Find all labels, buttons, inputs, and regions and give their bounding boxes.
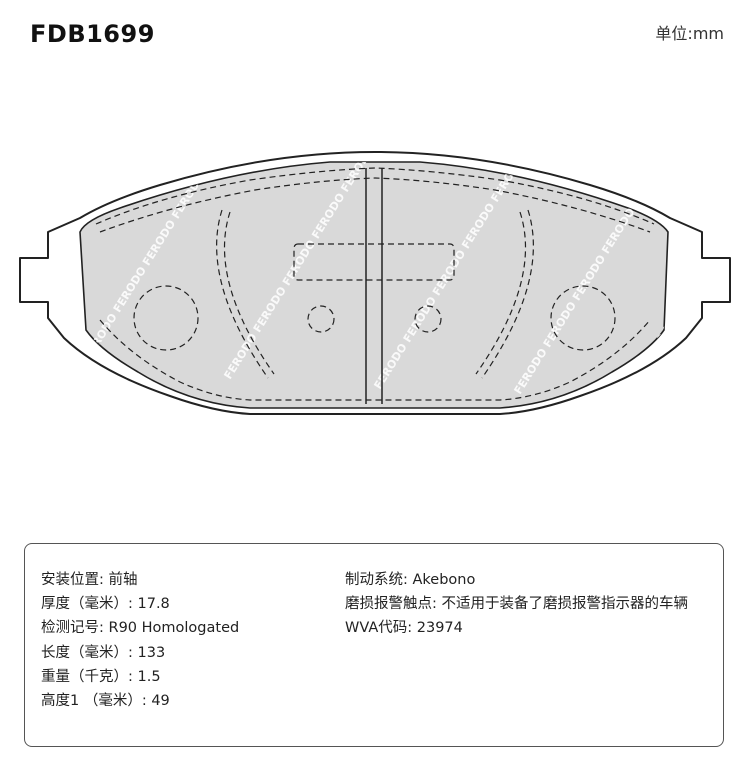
spec-wear-indicator: 磨损报警触点: 不适用于装备了磨损报警指示器的车辆 [345, 596, 688, 613]
right-wear-arc-outer [481, 209, 534, 379]
spec-install-position: 安装位置: 前轴 [41, 572, 138, 588]
part-number-title: FDB1699 [30, 20, 155, 48]
left-small-hole [307, 305, 335, 333]
spec-length: 长度（毫米）: 133 [41, 644, 166, 661]
right-large-hole [550, 285, 616, 351]
left-wear-arc-inner [224, 211, 275, 375]
spec-column-right: 制动系统: Akebono 磨损报警触点: 不适用于装备了磨损报警指示器的车辆 … [345, 568, 688, 641]
spec-weight: 重量（千克）: 1.5 [41, 668, 161, 685]
inner-contour-bottom [99, 319, 651, 401]
spec-wva-code: WVA代码: 23974 [345, 620, 463, 637]
spec-test-mark: 检测记号: R90 Homologated [41, 620, 240, 637]
left-wear-arc-outer [216, 209, 269, 379]
inner-contour-top-1 [95, 167, 655, 225]
left-large-hole [133, 285, 199, 351]
right-small-hole [414, 305, 442, 333]
spec-brake-system: 制动系统: Akebono [345, 572, 476, 588]
spec-thickness: 厚度（毫米）: 17.8 [41, 596, 170, 613]
center-slot [293, 243, 455, 281]
spec-panel: 安装位置: 前轴 厚度（毫米）: 17.8 检测记号: R90 Homologa… [24, 543, 724, 747]
spec-height: 高度1 （毫米）: 49 [41, 693, 170, 710]
spec-column-left: 安装位置: 前轴 厚度（毫米）: 17.8 检测记号: R90 Homologa… [41, 568, 239, 713]
right-wear-arc-inner [475, 211, 526, 375]
inner-contour-top-2 [99, 177, 651, 233]
unit-label: 单位:mm [655, 24, 724, 43]
brake-pad-drawing: FERODO FERODO FERODO FERODO FERODO FEROD… [19, 151, 731, 415]
